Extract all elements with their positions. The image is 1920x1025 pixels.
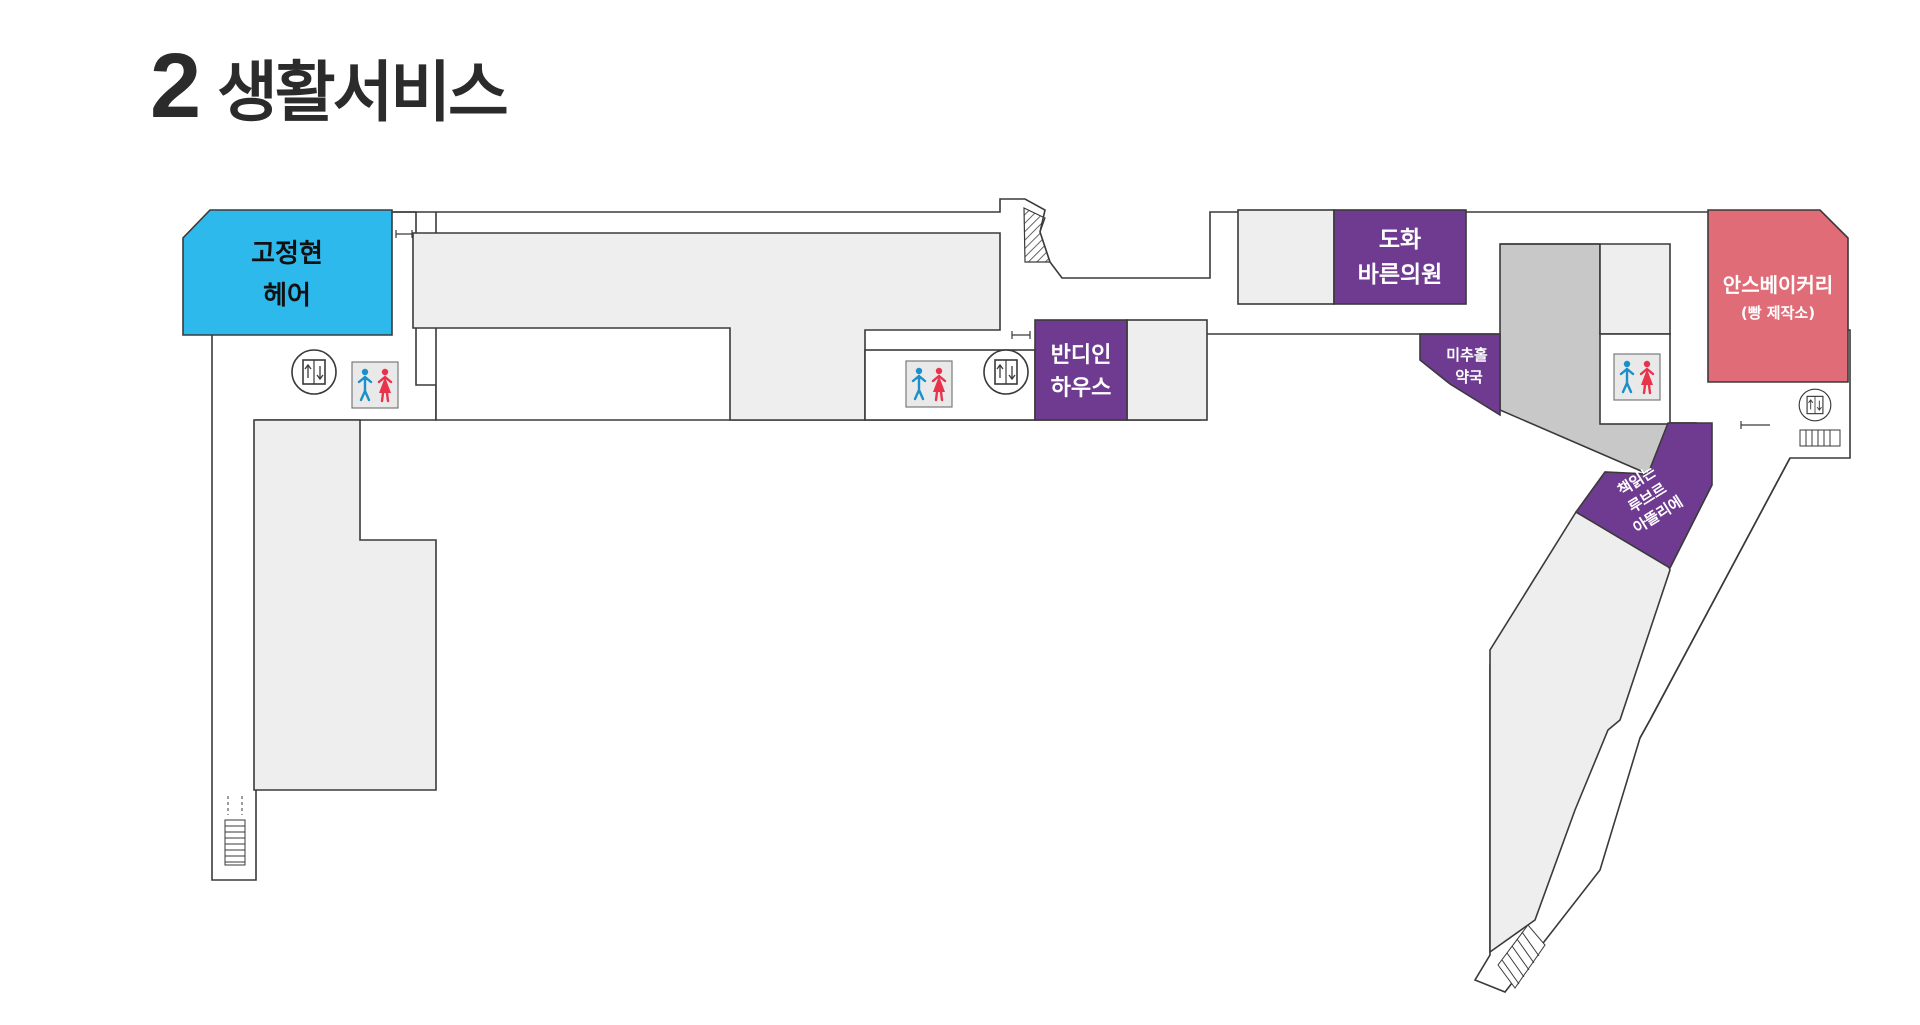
store-doha-name-1: 도화 <box>1379 227 1421 253</box>
left-unit-large[interactable] <box>253 419 437 791</box>
store-hair-name-1: 고정현 <box>251 239 323 269</box>
store-books[interactable]: 책읽는 루브르 아뜰리에 <box>1574 422 1713 570</box>
store-hair-name-2: 헤어 <box>263 281 311 311</box>
elevator-icon[interactable] <box>291 349 337 395</box>
store-pharmacy-name-2: 약국 <box>1455 368 1483 386</box>
store-doha[interactable]: 도화 바른의원 <box>1333 209 1467 305</box>
elevator-icon[interactable] <box>983 349 1029 395</box>
store-bandi[interactable]: 반디인 하우스 <box>1034 319 1128 421</box>
escalator-middle[interactable] <box>1023 207 1051 263</box>
floor-title: 2 생활서비스 <box>150 22 509 137</box>
restroom-icon[interactable] <box>350 360 400 410</box>
store-hair[interactable]: 고정현 헤어 <box>182 209 393 336</box>
stairs-right[interactable] <box>1497 924 1546 989</box>
elevator-icon[interactable] <box>1798 388 1832 422</box>
door-marks <box>395 230 1770 429</box>
store-bakery-name-2: (빵 제작소) <box>1741 304 1815 322</box>
unit-left-of-doha[interactable] <box>1237 209 1335 305</box>
restroom-icon[interactable] <box>904 359 954 409</box>
store-pharmacy-name-1: 미추홀 <box>1446 346 1488 364</box>
unit-next-to-bandi[interactable] <box>1126 319 1208 421</box>
store-bandi-name-1: 반디인 <box>1051 343 1112 368</box>
escalator-right[interactable] <box>1799 429 1841 447</box>
store-bakery-name-1: 안스베이커리 <box>1723 273 1833 297</box>
store-doha-name-2: 바른의원 <box>1358 262 1443 288</box>
store-bandi-name-2: 하우스 <box>1051 376 1112 401</box>
stairs-left[interactable] <box>224 796 246 866</box>
store-bakery[interactable]: 안스베이커리 (빵 제작소) <box>1707 209 1849 383</box>
store-pharmacy[interactable]: 미추홀 약국 <box>1419 333 1501 417</box>
floor-number: 2 <box>150 35 201 137</box>
floor-name: 생활서비스 <box>217 54 509 131</box>
restroom-icon[interactable] <box>1612 352 1662 402</box>
